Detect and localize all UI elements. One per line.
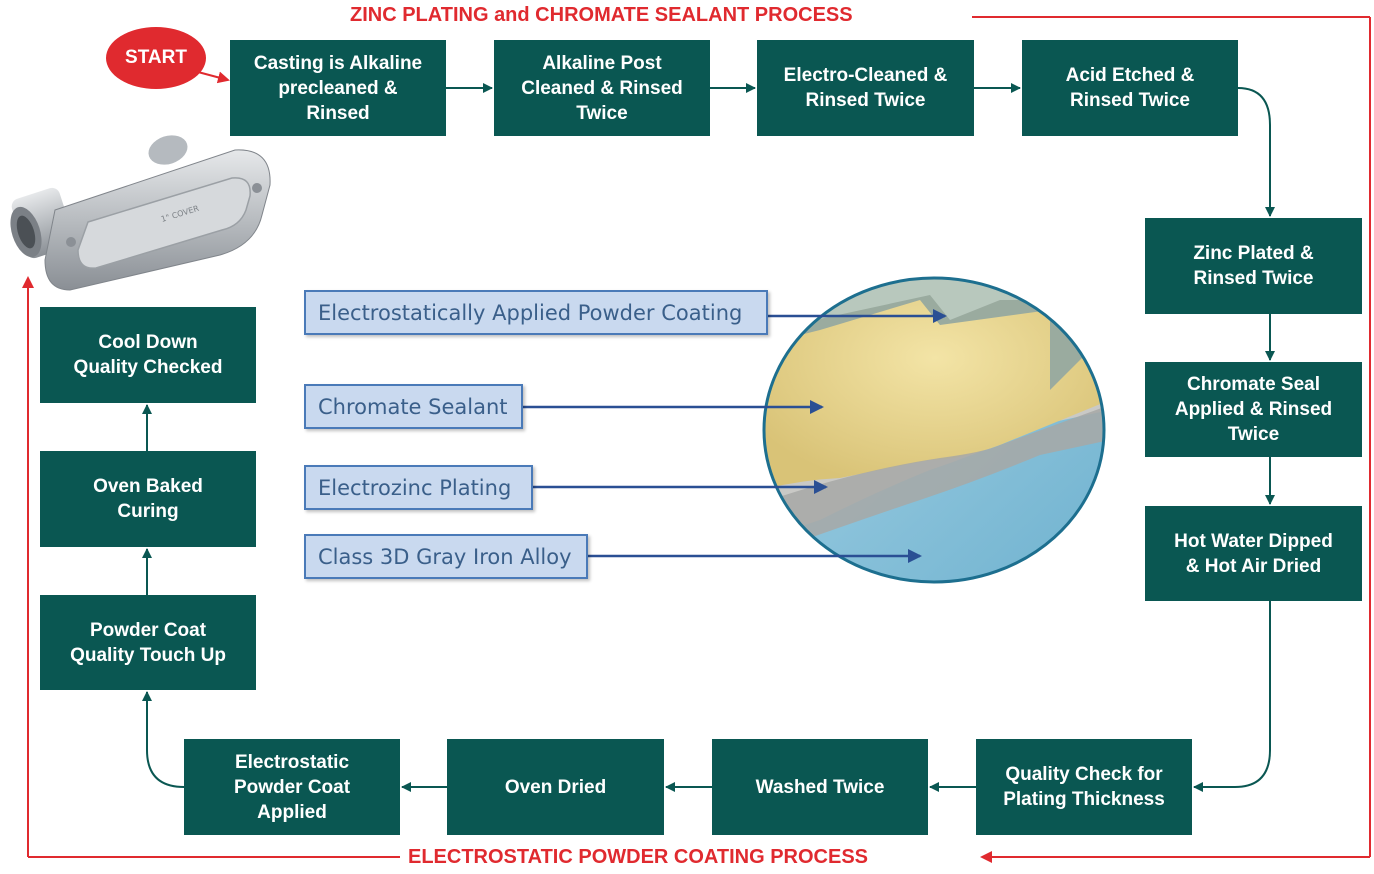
step-washed-twice: Washed Twice (712, 739, 928, 835)
start-arrow (197, 71, 230, 84)
step-oven-baked-curing: Oven Baked Curing (40, 451, 256, 547)
step-electro-cleaned: Electro-Cleaned & Rinsed Twice (757, 40, 974, 136)
step-cool-down: Cool Down Quality Checked (40, 307, 256, 403)
step-acid-etched: Acid Etched & Rinsed Twice (1022, 40, 1238, 136)
step-powder-coat-touch-up: Powder Coat Quality Touch Up (40, 595, 256, 690)
start-node: START (106, 27, 206, 89)
step-alkaline-precleaned: Casting is Alkaline precleaned & Rinsed (230, 40, 446, 136)
zinc-process-title: ZINC PLATING and CHROMATE SEALANT PROCES… (344, 4, 859, 27)
step-chromate-seal: Chromate Seal Applied & Rinsed Twice (1145, 362, 1362, 457)
step-hot-water-dipped: Hot Water Dipped & Hot Air Dried (1145, 506, 1362, 601)
layer-label-electrozinc: Electrozinc Plating (304, 465, 533, 510)
arrow-s11-s12 (142, 691, 185, 788)
arrow-s4-s5 (1237, 87, 1275, 217)
powder-process-title: ELECTROSTATIC POWDER COATING PROCESS (402, 846, 875, 869)
layer-pointer-arrows (523, 309, 947, 563)
layer-label-chromate-sealant: Chromate Sealant (304, 384, 523, 429)
step-oven-dried: Oven Dried (447, 739, 664, 835)
layer-label-powder-coating: Electrostatically Applied Powder Coating (304, 290, 768, 335)
step-zinc-plated: Zinc Plated & Rinsed Twice (1145, 218, 1362, 314)
cross-section-rim (762, 276, 1106, 584)
arrow-s7-s8 (1193, 601, 1271, 792)
step-powder-coat-applied: Electrostatic Powder Coat Applied (184, 739, 400, 835)
layer-label-gray-iron: Class 3D Gray Iron Alloy (304, 534, 588, 579)
outer-loop-arrow (22, 16, 1371, 863)
conduit-body-illustration (10, 135, 271, 291)
step-alkaline-post-cleaned: Alkaline Post Cleaned & Rinsed Twice (494, 40, 710, 136)
coating-cross-section (764, 278, 1104, 582)
step-quality-check-plating: Quality Check for Plating Thickness (976, 739, 1192, 835)
